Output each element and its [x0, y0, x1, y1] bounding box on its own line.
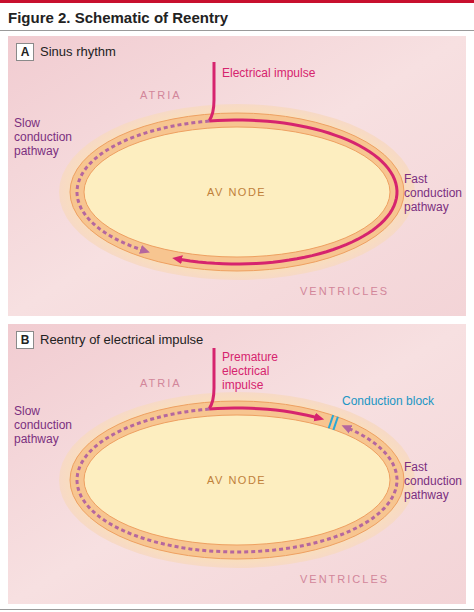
av-node-ellipse: AV NODE [61, 394, 413, 566]
slow-pathway-arrow [77, 409, 397, 552]
bottom-rule [0, 609, 474, 610]
node-band [70, 401, 404, 559]
fast-pathway-arrow [209, 408, 319, 418]
slow-pathway-arrow [77, 121, 209, 251]
region-label: VENTRICLES [300, 284, 389, 298]
panel-ground [8, 36, 466, 316]
conduction-block-bar [333, 417, 338, 430]
pathway-label: Slow conduction pathway [14, 116, 78, 158]
block-label: Conduction block [342, 394, 434, 408]
pathway-label: Fast conduction pathway [404, 172, 468, 214]
node-label: AV NODE [207, 474, 266, 486]
panel-heading: Reentry of electrical impulse [40, 332, 203, 348]
node-band [70, 113, 404, 271]
node-core [84, 415, 390, 545]
panel-letter: B [16, 331, 34, 349]
node-halo [59, 104, 415, 280]
fast-pathway-arrow [177, 120, 397, 264]
panel-letter: A [16, 43, 34, 61]
panel-ground [8, 324, 466, 604]
top-rule [0, 0, 474, 3]
region-label: ATRIA [140, 88, 182, 102]
node-label: AV NODE [207, 186, 266, 198]
av-node-ellipse: AV NODE [61, 106, 413, 278]
impulse-label: Premature electrical impulse [222, 350, 286, 392]
pathway-label: Fast conduction pathway [404, 460, 468, 502]
pathway-label: Slow conduction pathway [14, 404, 78, 446]
conduction-block-bar [329, 415, 334, 428]
panel-heading: Sinus rhythm [40, 44, 116, 60]
figure-title: Figure 2. Schematic of Reentry [8, 9, 228, 26]
impulse-line [209, 348, 214, 409]
region-label: VENTRICLES [300, 572, 389, 586]
region-label: ATRIA [140, 376, 182, 390]
title-rule [0, 30, 474, 31]
impulse-line [209, 62, 214, 121]
impulse-label: Electrical impulse [222, 66, 315, 80]
node-halo [59, 392, 415, 568]
node-core [84, 127, 390, 257]
